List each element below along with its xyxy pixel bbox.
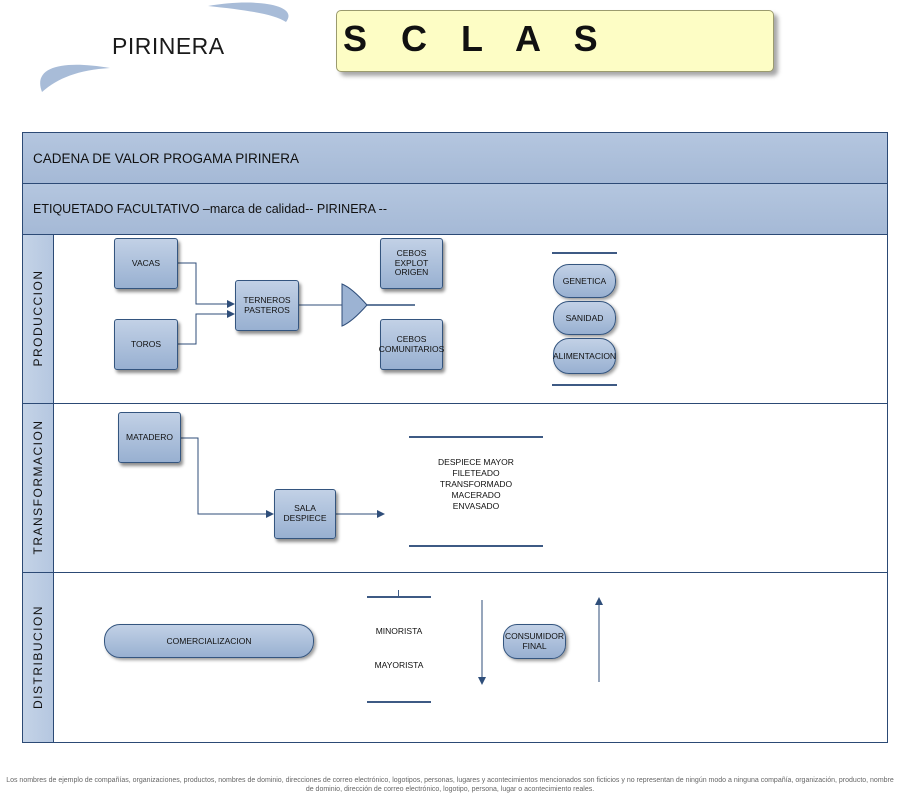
datastore-line-5: ENVASADO [452, 501, 500, 512]
vacas-box[interactable]: VACAS [114, 238, 178, 289]
consumidor-final-label: CONSUMIDOR FINAL [504, 631, 565, 651]
toros-label: TOROS [130, 338, 162, 349]
lane-label-produccion: PRODUCCION [31, 269, 45, 367]
minorista-text: MINORISTA [375, 626, 423, 636]
cebos-comunitarios-box[interactable]: CEBOS COMUNITARIOS [378, 319, 445, 370]
matadero-box[interactable]: MATADERO [118, 412, 181, 463]
datastore-line-bottom [409, 545, 543, 547]
disclaimer-line-1: Los nombres de ejemplo de compañías, org… [6, 777, 894, 784]
genetica-pill[interactable]: GENETICA [553, 264, 616, 298]
datastore-line-3: TRANSFORMADO [439, 479, 513, 490]
terneros-box[interactable]: TERNEROS PASTEROS [235, 280, 299, 331]
mayorista-text: MAYORISTA [374, 660, 424, 670]
lane-label-col-distribucion [22, 572, 54, 743]
page-title: S C L A S [343, 18, 610, 59]
label-title: ETIQUETADO FACULTATIVO –marca de calidad… [33, 202, 388, 216]
vacas-label: VACAS [131, 257, 161, 268]
store-line-top [552, 252, 617, 254]
datastore-line-top [409, 436, 543, 438]
sanidad-pill[interactable]: SANIDAD [553, 301, 616, 335]
store-line-bottom [552, 384, 617, 386]
sala-despiece-box[interactable]: SALA DESPIECE [274, 489, 336, 539]
alimentacion-pill[interactable]: ALIMENTACION [553, 338, 616, 374]
disclaimer-line-2: de dominio, dirección de correo electrón… [305, 786, 595, 794]
lane-label-col-transformacion [22, 403, 54, 573]
lane-label-col-produccion [22, 234, 54, 404]
comercializacion-label: COMERCIALIZACION [166, 636, 252, 646]
title-box [336, 10, 774, 72]
chain-title-band: CADENA DE VALOR PROGAMA PIRINERA [22, 132, 888, 184]
datastore-line-4: MACERADO [451, 490, 501, 501]
logo-swoosh-icon [40, 2, 289, 92]
datastore-text: DESPIECE MAYOR FILETEADO TRANSFORMADO MA… [409, 457, 543, 512]
sala-despiece-label: SALA DESPIECE [283, 503, 327, 523]
sanidad-label: SANIDAD [565, 313, 604, 323]
cebos-comunitarios-label: CEBOS COMUNITARIOS [378, 333, 445, 354]
lane-label-distribucion: DISTRIBUCION [31, 605, 45, 710]
genetica-label: GENETICA [562, 276, 607, 286]
lane-label-transformacion: TRANSFORMACION [31, 419, 45, 555]
chain-title: CADENA DE VALOR PROGAMA PIRINERA [33, 150, 300, 166]
cebos-explot-box[interactable]: CEBOS EXPLOT ORIGEN [380, 238, 443, 289]
datastore-line-2: FILETEADO [452, 468, 500, 479]
datastore-line-1: DESPIECE MAYOR [438, 457, 514, 467]
disclaimer: Los nombres de ejemplo de compañías, org… [0, 776, 900, 795]
alimentacion-label: ALIMENTACION [552, 351, 617, 361]
channel-tick [398, 590, 399, 596]
cebos-explot-label: CEBOS EXPLOT ORIGEN [394, 247, 429, 278]
comercializacion-pill[interactable]: COMERCIALIZACION [104, 624, 314, 658]
label-title-band: ETIQUETADO FACULTATIVO –marca de calidad… [22, 183, 888, 235]
channel-line-top [367, 596, 431, 598]
channel-line-bottom [367, 701, 431, 703]
matadero-label: MATADERO [126, 431, 173, 442]
terneros-label: TERNEROS PASTEROS [243, 294, 291, 315]
consumidor-final-pill[interactable]: CONSUMIDOR FINAL [503, 624, 566, 659]
toros-box[interactable]: TOROS [114, 319, 178, 370]
logo-text: PIRINERA [112, 33, 225, 59]
